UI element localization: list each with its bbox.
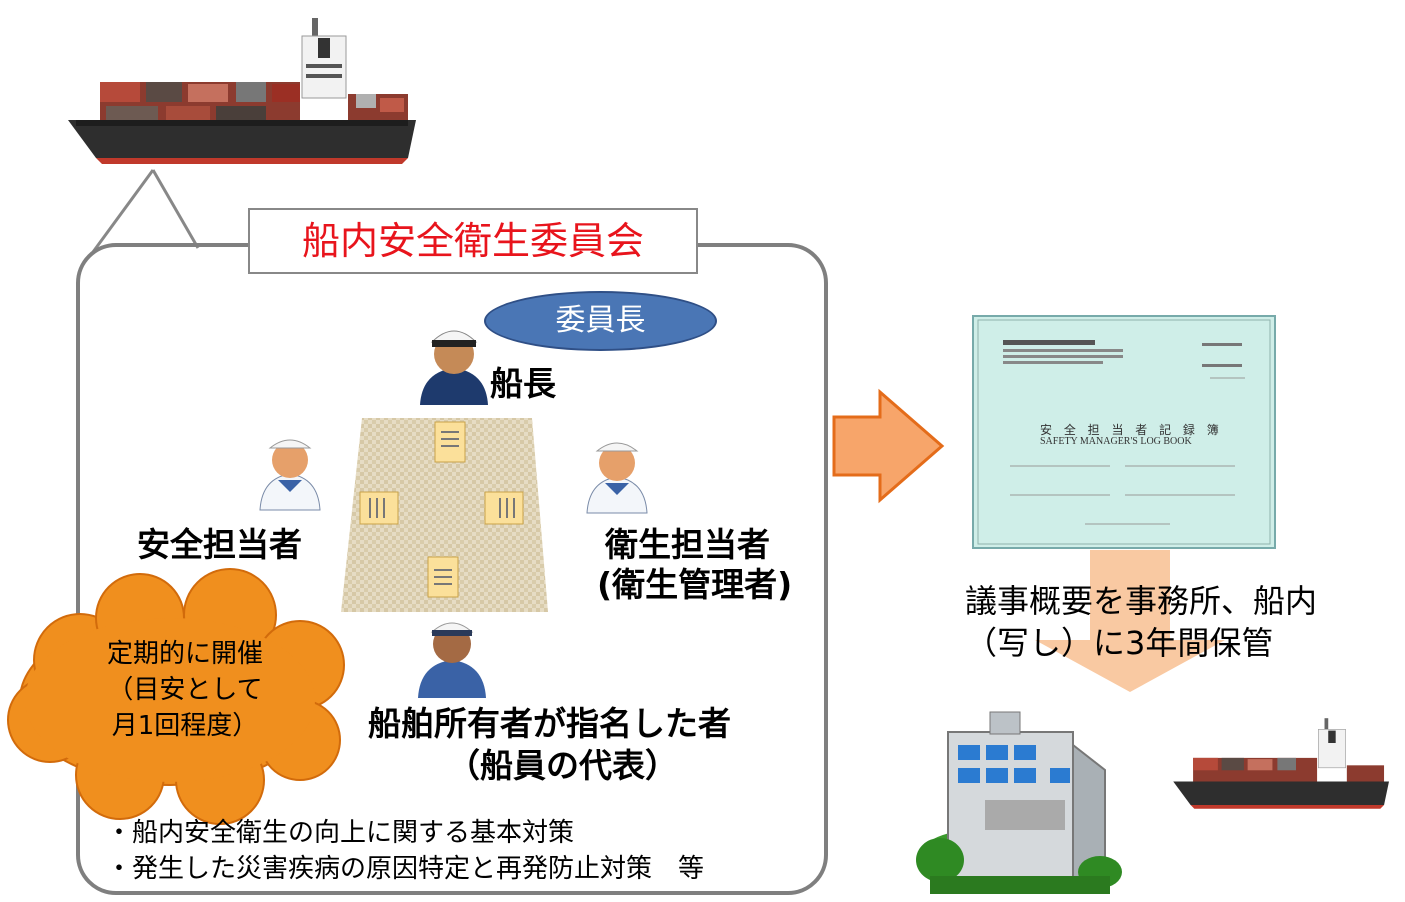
health-officer-label: 衛生担当者 [605,525,770,564]
owner-designee-label: 船舶所有者が指名した者 [368,704,731,743]
meeting-table [341,418,548,612]
sailor-icon [418,622,486,698]
safety-officer-label: 安全担当者 [137,525,302,564]
office-building-icon [916,711,1122,894]
callout-lines [91,169,200,253]
captain-icon [420,330,488,405]
logbook-title-en: SAFETY MANAGER'S LOG BOOK [1040,436,1192,447]
health-manager-label: (衛生管理者) [597,565,793,604]
document-icon [484,491,524,525]
agenda-item: ・発生した災害疾病の原因特定と再発防止対策 等 [106,854,705,884]
committee-title: 船内安全衛生委員会 [248,208,698,274]
logbook-image [972,315,1276,549]
down-arrow-icon [1035,550,1225,692]
sailor-icon [259,439,321,511]
meeting-frequency-line: 定期的に開催 [106,639,263,669]
agenda-item: ・船内安全衛生の向上に関する基本対策 [106,818,575,848]
document-icon [427,556,459,598]
meeting-frequency-line: 月1回程度） [111,711,259,741]
container-ship-icon [68,18,416,164]
captain-label: 船長 [490,364,556,403]
chair-badge: 委員長 [484,291,717,351]
meeting-frequency-text: 定期的に開催 （目安として 月1回程度） [60,636,310,744]
document-icon [359,491,399,525]
minutes-line: 議事概要を事務所、船内 [965,582,1318,620]
right-arrow-icon [832,388,945,504]
minutes-storage-text: 議事概要を事務所、船内 （写し）に3年間保管 [965,580,1317,664]
crew-representative-label: （船員の代表） [447,746,678,785]
logbook-title-jp: 安 全 担 当 者 記 録 簿 [1040,423,1223,437]
container-ship-icon [1173,718,1389,809]
sailor-icon [586,442,648,514]
document-icon [434,421,466,463]
meeting-frequency-line: （目安として [107,675,263,705]
minutes-line: （写し）に3年間保管 [965,624,1274,662]
